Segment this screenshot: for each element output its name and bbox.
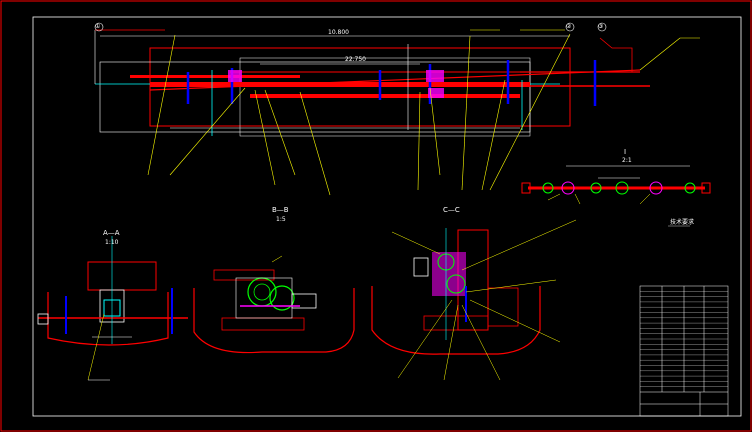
section-a-end-cap — [37, 313, 49, 325]
section-c-gearbox — [432, 252, 466, 296]
notes-title: 技术要求 — [670, 219, 695, 226]
grid-bubble-3 — [597, 22, 607, 32]
section-c-gear-2 — [446, 274, 466, 294]
detail-gears — [542, 181, 696, 195]
rail-lower — [250, 94, 520, 98]
section-c-pit — [371, 286, 541, 355]
right-polyline — [599, 37, 633, 72]
section-b-view — [193, 255, 355, 354]
grid-bubble-label-1: ① — [95, 23, 101, 30]
section-b-frame — [235, 277, 293, 319]
section-c-base — [423, 315, 489, 331]
section-a-title: A—A — [103, 229, 120, 237]
rail-upper — [130, 75, 300, 78]
plan-dimension-1: 22.750 — [345, 56, 366, 63]
grid-bubble-label-3: ③ — [598, 23, 604, 30]
section-a-view — [37, 236, 188, 381]
hub-3 — [428, 88, 444, 98]
title-block — [639, 285, 729, 417]
plan-dimension-2: 10.800 — [328, 29, 349, 36]
section-b-title: B—B — [272, 206, 289, 214]
section-a-pit — [47, 292, 169, 346]
leader-lines — [147, 29, 700, 196]
section-b-gear-3 — [253, 283, 271, 301]
grid-bubble-label-2: ② — [566, 23, 572, 30]
detail-end-left — [521, 182, 531, 194]
pit-inner-outline-2 — [239, 57, 531, 137]
detail-view-subtitle: 2:1 — [622, 157, 632, 164]
section-b-pit — [193, 288, 355, 354]
section-b-beam — [213, 269, 275, 281]
detail-view-title: I — [624, 148, 627, 156]
plan-view — [94, 29, 700, 196]
detail-end-right — [701, 182, 711, 194]
section-a-subtitle: 1:10 — [105, 239, 119, 246]
section-a-frame — [87, 261, 157, 291]
section-a-leader — [87, 313, 105, 381]
detail-view — [521, 165, 711, 205]
inner-frame — [32, 16, 742, 417]
rail-main — [150, 82, 530, 87]
section-c-motor — [413, 257, 429, 277]
section-c-leaders — [391, 219, 577, 381]
hub-1 — [228, 70, 242, 82]
grid-bubble-2 — [565, 22, 575, 32]
title-block-rows — [640, 291, 728, 387]
section-b-gear-2 — [269, 285, 295, 311]
section-b-base — [221, 317, 305, 331]
section-c-right-block — [487, 287, 519, 327]
grid-bubble-1 — [94, 22, 104, 32]
section-c-view — [371, 219, 577, 381]
grid-bubbles — [94, 22, 607, 32]
section-c-title: C—C — [443, 206, 460, 214]
hub-2 — [426, 70, 444, 82]
detail-leaders — [547, 193, 651, 205]
section-b-leader — [271, 255, 283, 263]
section-b-subtitle: 1:5 — [276, 216, 286, 223]
